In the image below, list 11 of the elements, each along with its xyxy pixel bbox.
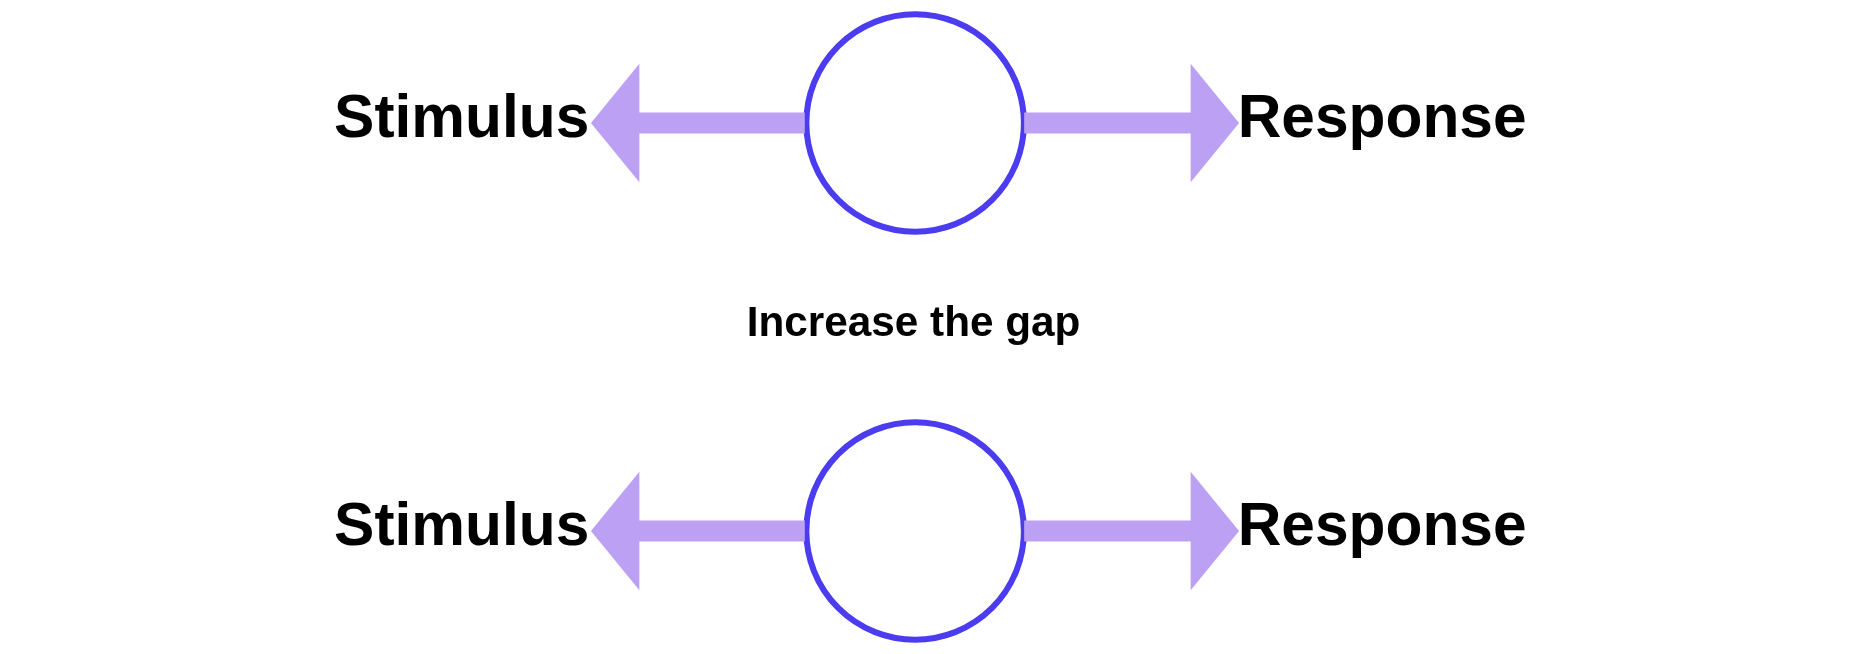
node-text: Response (1237, 489, 1527, 558)
node-circle (802, 11, 1027, 235)
label: Increase the gap (746, 297, 1080, 345)
arrow (590, 63, 805, 183)
node-circle (802, 419, 1027, 643)
arrow (590, 471, 805, 591)
node-text: Response (1237, 81, 1527, 150)
node-text: Stimulus (333, 489, 589, 558)
node-text: Stimulus (333, 81, 589, 150)
arrow (1023, 63, 1239, 183)
arrow (1023, 471, 1239, 591)
